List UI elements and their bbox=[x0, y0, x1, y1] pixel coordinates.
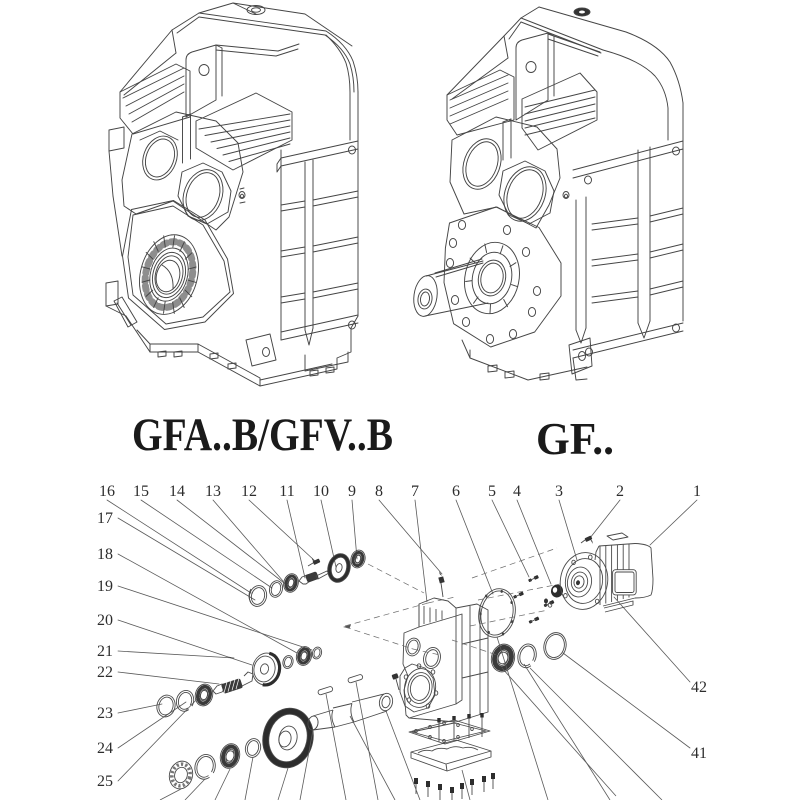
svg-text:41: 41 bbox=[691, 745, 707, 762]
svg-text:21: 21 bbox=[97, 643, 113, 660]
svg-text:7: 7 bbox=[411, 483, 419, 500]
svg-text:42: 42 bbox=[691, 679, 707, 696]
svg-text:23: 23 bbox=[97, 705, 113, 722]
svg-text:2: 2 bbox=[616, 483, 624, 500]
svg-text:12: 12 bbox=[241, 483, 257, 500]
svg-text:18: 18 bbox=[97, 546, 113, 563]
svg-text:GFA..B/GFV..B: GFA..B/GFV..B bbox=[132, 409, 393, 461]
svg-text:8: 8 bbox=[375, 483, 383, 500]
svg-text:22: 22 bbox=[97, 664, 113, 681]
svg-text:GF..: GF.. bbox=[536, 414, 614, 464]
svg-text:25: 25 bbox=[97, 773, 113, 790]
svg-text:15: 15 bbox=[133, 483, 149, 500]
svg-text:14: 14 bbox=[169, 483, 185, 500]
svg-text:10: 10 bbox=[313, 483, 329, 500]
svg-text:9: 9 bbox=[348, 483, 356, 500]
svg-text:4: 4 bbox=[513, 483, 521, 500]
svg-text:3: 3 bbox=[555, 483, 563, 500]
svg-text:13: 13 bbox=[205, 483, 221, 500]
svg-text:11: 11 bbox=[279, 483, 294, 500]
svg-text:16: 16 bbox=[99, 483, 115, 500]
svg-text:1: 1 bbox=[693, 483, 701, 500]
svg-text:20: 20 bbox=[97, 612, 113, 629]
svg-text:24: 24 bbox=[97, 740, 113, 757]
svg-text:6: 6 bbox=[452, 483, 460, 500]
svg-text:17: 17 bbox=[97, 510, 113, 527]
svg-text:19: 19 bbox=[97, 578, 113, 595]
svg-text:5: 5 bbox=[488, 483, 496, 500]
